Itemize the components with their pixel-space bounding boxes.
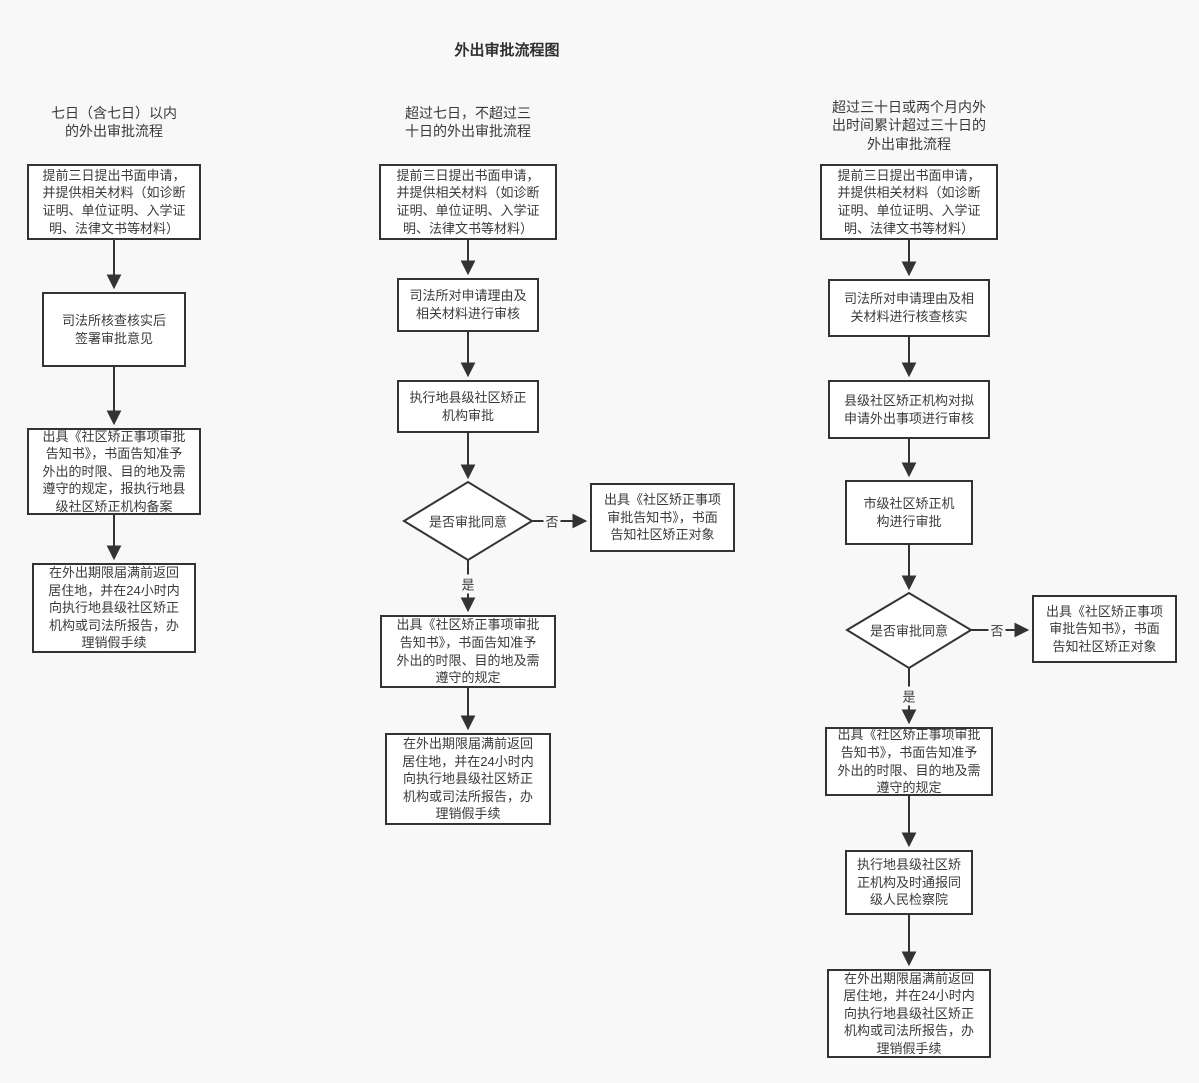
label-yes: 是 — [900, 686, 918, 706]
step-reject-notice: 出具《社区矫正事项 审批告知书》，书面 告知社区矫正对象 — [590, 483, 735, 552]
step-reject-notice: 出具《社区矫正事项 审批告知书》，书面 告知社区矫正对象 — [1032, 595, 1177, 663]
label-no: 否 — [543, 511, 561, 531]
step-notify: 出具《社区矫正事项审批 告知书》，书面告知准予 外出的时限、目的地及需 遵守的规… — [27, 428, 201, 515]
step-apply: 提前三日提出书面申请， 并提供相关材料（如诊断 证明、单位证明、入学证 明、法律… — [27, 164, 201, 240]
step-apply: 提前三日提出书面申请， 并提供相关材料（如诊断 证明、单位证明、入学证 明、法律… — [379, 164, 557, 240]
decision-text: 是否审批同意 — [869, 623, 949, 639]
step-notify: 出具《社区矫正事项审批 告知书》，书面告知准予 外出的时限、目的地及需 遵守的规… — [380, 615, 556, 688]
step-procuratorate: 执行地县级社区矫 正机构及时通报同 级人民检察院 — [845, 850, 973, 915]
label-yes: 是 — [459, 574, 477, 594]
step-city-approve: 市级社区矫正机 构进行审批 — [845, 480, 973, 545]
step-approve: 执行地县级社区矫正 机构审批 — [397, 380, 539, 433]
step-apply: 提前三日提出书面申请， 并提供相关材料（如诊断 证明、单位证明、入学证 明、法律… — [820, 164, 998, 240]
step-notify: 出具《社区矫正事项审批 告知书》，书面告知准予 外出的时限、目的地及需 遵守的规… — [825, 727, 993, 796]
step-review: 司法所对申请理由及 相关材料进行审核 — [397, 278, 539, 332]
step-return: 在外出期限届满前返回 居住地，并在24小时内 向执行地县级社区矫正 机构或司法所… — [827, 969, 991, 1058]
step-county-review: 县级社区矫正机构对拟 申请外出事项进行审核 — [828, 380, 990, 439]
decision-diamond — [845, 591, 973, 670]
column-header-7days: 七日（含七日）以内 的外出审批流程 — [51, 105, 177, 140]
column-header-30days: 超过七日，不超过三 十日的外出审批流程 — [405, 105, 531, 140]
decision-text: 是否审批同意 — [428, 514, 508, 530]
decision-diamond — [402, 480, 534, 562]
column-header-over30: 超过三十日或两个月内外 出时间累计超过三十日的 外出审批流程 — [832, 99, 986, 152]
step-return: 在外出期限届满前返回 居住地，并在24小时内 向执行地县级社区矫正 机构或司法所… — [385, 733, 551, 825]
step-verify: 司法所对申请理由及相 关材料进行核查核实 — [828, 279, 990, 337]
page-title: 外出审批流程图 — [454, 42, 560, 59]
step-return: 在外出期限届满前返回 居住地，并在24小时内 向执行地县级社区矫正 机构或司法所… — [32, 563, 196, 653]
label-no: 否 — [988, 620, 1006, 640]
step-verify: 司法所核查核实后 签署审批意见 — [42, 292, 186, 367]
